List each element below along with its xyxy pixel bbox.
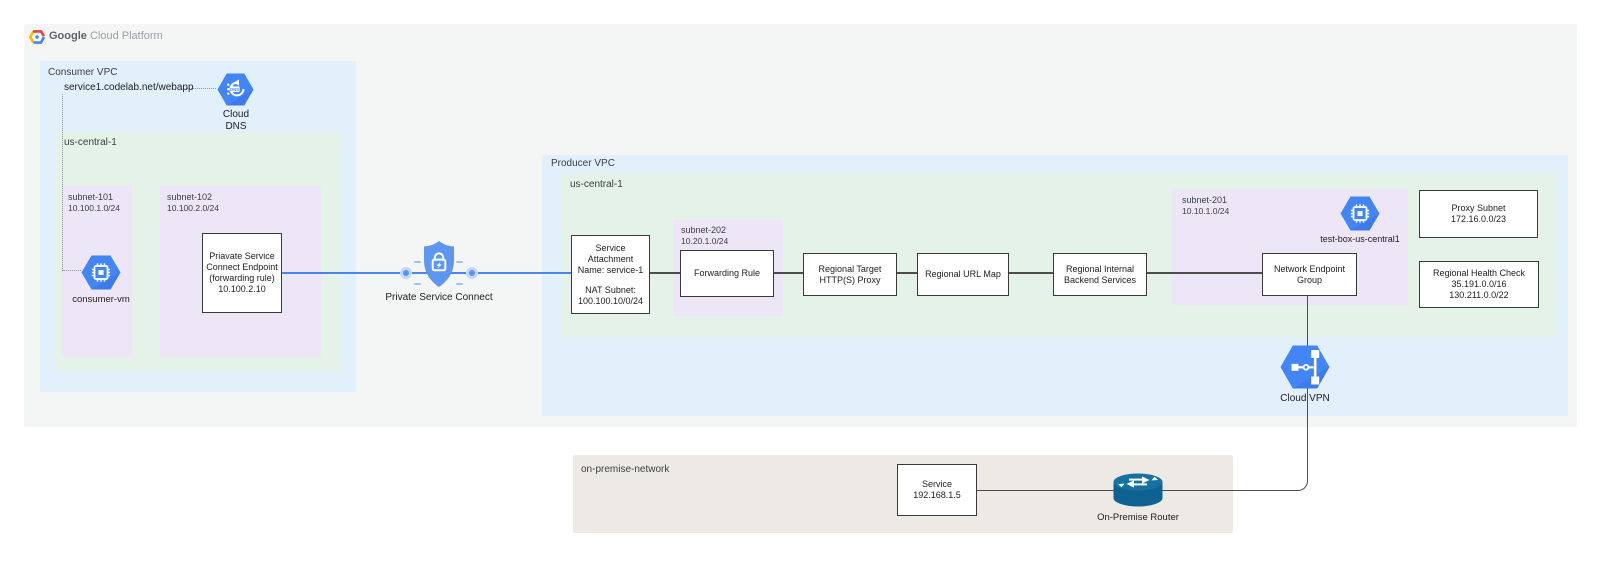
connector-backend-to-neg (1147, 272, 1262, 274)
cloud-vpn-label: Cloud VPN (1280, 393, 1330, 404)
subnet-202-cidr: 10.20.1.0/24 (681, 236, 729, 246)
vm-dotted-connector-vertical (62, 94, 63, 271)
google-cloud-logo-icon (29, 30, 45, 44)
service-attachment-line: 100.100.10/0/24 (577, 295, 644, 306)
regional-target-proxy-line: Regional Target (818, 263, 882, 274)
psc-dash (414, 261, 421, 264)
test-box-label: test-box-us-central1 (1320, 234, 1400, 244)
private-service-connect-label: Private Service Connect (385, 292, 493, 303)
regional-health-check-line: Regional Health Check (1432, 268, 1526, 278)
regional-target-proxy-line: HTTP(S) Proxy (819, 274, 881, 285)
logo-suffix: Cloud Platform (89, 30, 163, 42)
private-service-connect-icon (424, 241, 454, 287)
google-cloud-logo-text: Google Cloud Platform (49, 30, 163, 42)
subnet-101-cidr: 10.100.1.0/24 (68, 203, 120, 213)
consumer-vpc-label: Consumer VPC (48, 67, 118, 78)
connector-urlmap-to-backend (1009, 272, 1053, 274)
service-attachment-line: Service (595, 242, 626, 253)
subnet-101-name: subnet-101 (68, 192, 114, 202)
cloud-dns-label-line2: DNS (225, 120, 247, 132)
connector-sa-to-fr (650, 272, 680, 274)
proxy-subnet-line: Proxy Subnet (1451, 203, 1506, 213)
regional-internal-backend-line: Backend Services (1063, 274, 1137, 285)
producer-vpc-label: Producer VPC (551, 158, 615, 169)
connector-proxy-to-urlmap (897, 272, 917, 274)
psc-dash (414, 283, 421, 286)
subnet-201-cidr: 10.10.1.0/24 (1182, 206, 1230, 216)
service-attachment-box: Service Attachment Name: service-1 NAT S… (571, 235, 650, 314)
subnet-102-cidr: 10.100.2.0/24 (167, 203, 219, 213)
regional-internal-backend-line: Regional Internal (1065, 263, 1135, 274)
proxy-subnet-box: Proxy Subnet 172.16.0.0/23 (1419, 190, 1538, 238)
on-premise-service-box: Service 192.168.1.5 (897, 464, 977, 516)
psc-dash (456, 261, 463, 264)
svg-text:DNS: DNS (230, 87, 239, 92)
test-box-icon (1340, 196, 1380, 231)
subnet-202-name: subnet-202 (681, 225, 727, 235)
cloud-dns-label: Cloud DNS (196, 109, 276, 132)
cloud-vpn-icon (1280, 345, 1330, 389)
subnet-102-name: subnet-102 (167, 192, 213, 202)
vm-dotted-connector-horizontal (63, 270, 81, 271)
psc-endpoint-line: (forwarding rule) (209, 273, 275, 283)
on-premise-router-label: On-Premise Router (1097, 512, 1179, 523)
connector-fr-to-proxy (774, 272, 803, 274)
on-premise-network-label: on-premise-network (581, 464, 670, 475)
dns-record-text: service1.codelab.net/webapp (64, 82, 194, 93)
regional-health-check-line: 130.211.0.0/22 (1449, 290, 1509, 300)
service-attachment-line: NAT Subnet: (585, 284, 636, 295)
psc-connection-dot-left (400, 267, 412, 279)
forwarding-rule-label: Forwarding Rule (693, 268, 761, 278)
regional-health-check-line: 35.191.0.0/16 (1451, 279, 1507, 289)
network-endpoint-group-line: Group (1296, 274, 1322, 285)
dns-dotted-connector (186, 88, 216, 89)
regional-url-map-box: Regional URL Map (917, 253, 1009, 296)
proxy-subnet-line: 172.16.0.0/23 (1450, 214, 1507, 224)
subnet-201-name: subnet-201 (1182, 195, 1228, 205)
service-attachment-line: Name: service-1 (577, 264, 644, 275)
psc-endpoint-box: Priavate Service Connect Endpoint (forwa… (202, 233, 282, 313)
on-premise-service-line: 192.168.1.5 (913, 490, 961, 500)
regional-internal-backend-box: Regional Internal Backend Services (1053, 253, 1147, 296)
network-endpoint-group-line: Network Endpoint (1273, 263, 1346, 274)
psc-connection-dot-right (466, 267, 478, 279)
psc-dash (456, 283, 463, 286)
regional-target-proxy-box: Regional Target HTTP(S) Proxy (803, 253, 897, 296)
producer-region-label: us-central-1 (570, 179, 623, 190)
logo-brand: Google (49, 30, 87, 42)
cloud-dns-icon: DNS (217, 73, 254, 106)
consumer-vm-label: consumer-vm (72, 294, 130, 305)
forwarding-rule-box: Forwarding Rule (680, 250, 774, 297)
cloud-dns-label-line1: Cloud (222, 109, 250, 120)
consumer-vm-icon (81, 255, 121, 290)
on-premise-service-line: Service (921, 479, 952, 489)
regional-health-check-box: Regional Health Check 35.191.0.0/16 130.… (1419, 261, 1539, 308)
connector-corner (1296, 478, 1308, 491)
psc-endpoint-line: Connect Endpoint (206, 262, 278, 272)
regional-url-map-label: Regional URL Map (925, 269, 1001, 279)
network-endpoint-group-box: Network Endpoint Group (1262, 253, 1357, 296)
consumer-region-label: us-central-1 (64, 137, 117, 148)
service-attachment-line: Attachment (587, 253, 634, 264)
psc-endpoint-line: 10.100.2.10 (218, 284, 266, 294)
on-premise-router-icon (1113, 473, 1163, 507)
psc-endpoint-line: Priavate Service (209, 251, 275, 261)
